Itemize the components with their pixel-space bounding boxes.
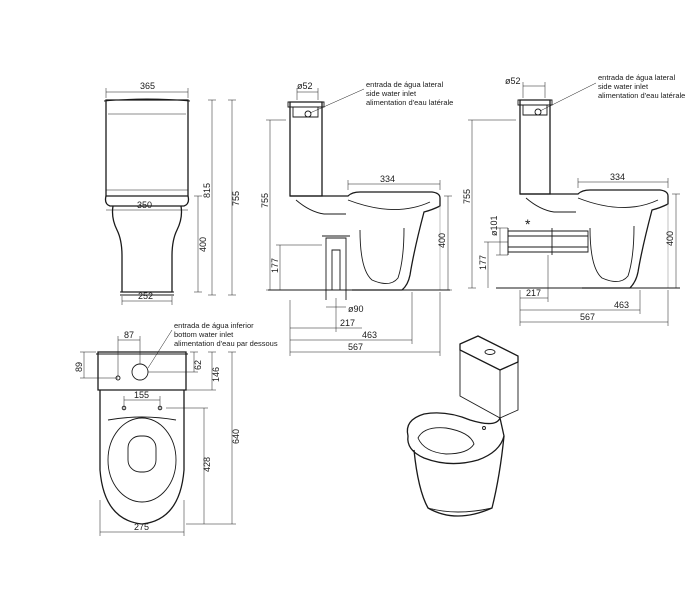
side-h-outlet-diameter: ø101 xyxy=(489,215,499,236)
plan-dim-146: 146 xyxy=(211,367,221,382)
front-seat-height: 400 xyxy=(198,237,208,252)
side-h-seat-height: 400 xyxy=(665,231,675,246)
side-view-vertical: ø52 entrada de água lateral side water i… xyxy=(260,80,453,356)
side-h-dim-217: 217 xyxy=(526,288,541,298)
front-top-width: 365 xyxy=(140,81,155,91)
plan-inlet-note-en: bottom water inlet xyxy=(174,330,234,339)
side-h-marker: * xyxy=(525,216,531,232)
side-v-inlet-diameter: ø52 xyxy=(297,81,313,91)
side-v-bowl-length: 334 xyxy=(380,174,395,184)
side-view-horizontal: ø52 entrada de água lateral side water i… xyxy=(462,73,685,326)
side-v-inlet-note-fr: alimentation d'eau latérale xyxy=(366,98,453,107)
front-total-height: 815 xyxy=(202,183,212,198)
side-h-outlet-height: 177 xyxy=(478,255,488,270)
plan-bowl-width: 275 xyxy=(134,522,149,532)
side-h-inlet-note-fr: alimentation d'eau latérale xyxy=(598,91,685,100)
front-755-height: 755 xyxy=(231,191,241,206)
plan-inlet-depth: 62 xyxy=(193,360,203,370)
side-v-inlet-note-en: side water inlet xyxy=(366,89,417,98)
side-h-bowl-length: 334 xyxy=(610,172,625,182)
plan-inlet-note-pt: entrada de água inferior xyxy=(174,321,254,330)
side-v-outlet-height: 177 xyxy=(270,258,280,273)
plan-bowl-length: 428 xyxy=(202,457,212,472)
side-v-inlet-note-pt: entrada de água lateral xyxy=(366,80,443,89)
side-h-inlet-diameter: ø52 xyxy=(505,76,521,86)
side-h-total-height: 755 xyxy=(462,189,472,204)
plan-inlet-offset: 87 xyxy=(124,330,134,340)
side-h-inlet-note-pt: entrada de água lateral xyxy=(598,73,675,82)
side-v-dim-463: 463 xyxy=(362,330,377,340)
isometric-view xyxy=(406,335,519,517)
side-v-seat-height: 400 xyxy=(437,233,447,248)
plan-total-length: 640 xyxy=(231,429,241,444)
side-h-dim-567: 567 xyxy=(580,312,595,322)
side-h-inlet-note-en: side water inlet xyxy=(598,82,649,91)
side-v-total-height: 755 xyxy=(260,193,270,208)
plan-view: 87 entrada de água inferior bottom water… xyxy=(74,321,278,536)
plan-inlet-note-fr: alimentation d'eau par dessous xyxy=(174,339,278,348)
side-v-dim-567: 567 xyxy=(348,342,363,352)
front-base-width: 252 xyxy=(138,291,153,301)
front-view: 365 350 252 815 755 400 xyxy=(103,81,241,305)
side-h-dim-463: 463 xyxy=(614,300,629,310)
plan-cistern-depth: 89 xyxy=(74,362,84,372)
side-v-dim-217: 217 xyxy=(340,318,355,328)
front-mid-width: 350 xyxy=(137,200,152,210)
side-v-outlet-diameter: ø90 xyxy=(348,304,364,314)
plan-fixing-spacing: 155 xyxy=(134,390,149,400)
